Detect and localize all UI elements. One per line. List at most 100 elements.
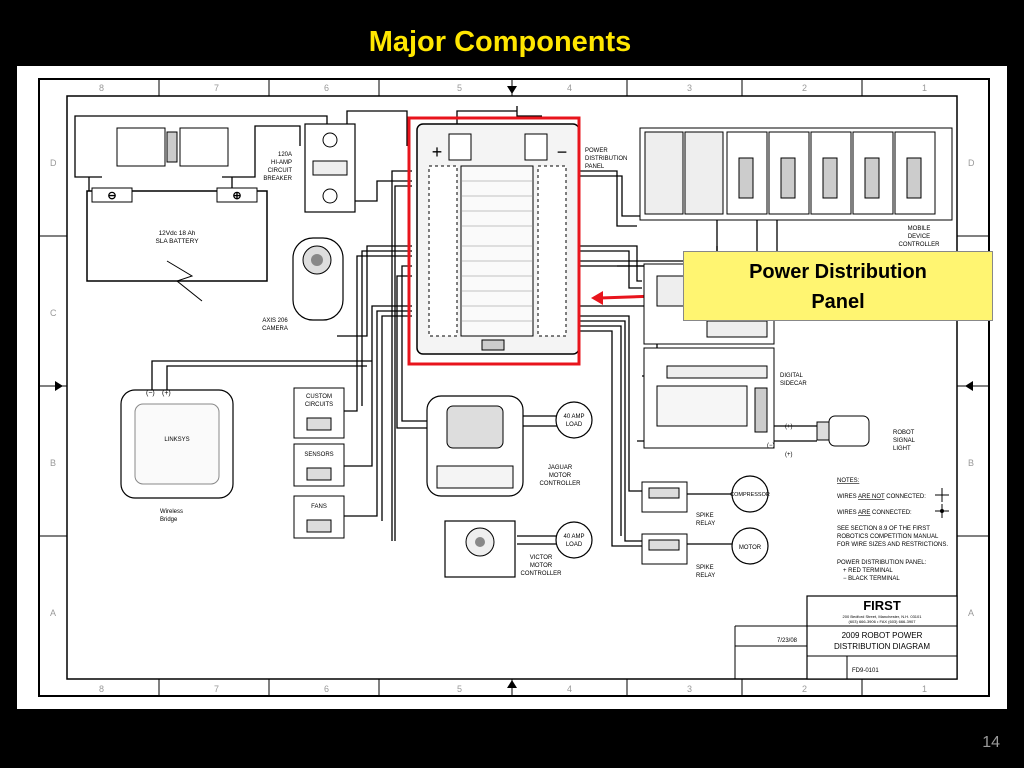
fans: FANS (293, 495, 345, 539)
slide-title: Major Components (368, 26, 632, 58)
battery: ⊖ ⊕ 12Vdc 18 Ah SLA BATTERY (86, 187, 268, 302)
svg-text:DEVICE: DEVICE (908, 234, 930, 240)
svg-text:VICTOR: VICTOR (530, 555, 553, 561)
svg-text:LINKSYS: LINKSYS (164, 437, 189, 443)
callout-line-1: Power Distribution (749, 261, 927, 283)
svg-text:3: 3 (687, 684, 692, 694)
svg-text:CONTROLLER: CONTROLLER (539, 481, 581, 487)
svg-text:CONTROLLER: CONTROLLER (898, 242, 940, 248)
load-2: 40 AMP LOAD (555, 521, 593, 559)
svg-text:SEE SECTION 8.9 OF THE FIRST: SEE SECTION 8.9 OF THE FIRST (837, 526, 930, 532)
svg-text:POWER: POWER (585, 148, 608, 154)
axis-camera: AXIS 206 CAMERA (262, 237, 344, 332)
svg-text:4: 4 (567, 684, 572, 694)
svg-text:LOAD: LOAD (566, 422, 583, 428)
page-number: 14 (982, 734, 1000, 751)
svg-text:2: 2 (802, 83, 807, 93)
pdp-callout: Power Distribution Panel (683, 251, 993, 321)
svg-text:NOTES:: NOTES: (837, 478, 860, 484)
svg-text:DIGITAL: DIGITAL (780, 373, 804, 379)
svg-text:HI-AMP: HI-AMP (271, 160, 292, 166)
svg-text:7: 7 (214, 684, 219, 694)
svg-text:COMPRESSOR: COMPRESSOR (730, 492, 770, 498)
svg-text:⊕: ⊕ (232, 190, 241, 202)
svg-text:CAMERA: CAMERA (262, 326, 288, 332)
svg-text:⊖: ⊖ (107, 190, 116, 202)
svg-text:ROBOT: ROBOT (893, 430, 915, 436)
svg-text:7/23/08: 7/23/08 (777, 638, 798, 644)
spike-relay-2: SPIKE RELAY (641, 533, 715, 579)
svg-text:1: 1 (922, 684, 927, 694)
svg-text:− BLACK TERMINAL: − BLACK TERMINAL (843, 576, 900, 582)
svg-text:FANS: FANS (311, 504, 327, 510)
grid-labels: 87 65 43 21 87 65 43 21 DC BA DC BA (50, 83, 975, 694)
svg-text:A: A (50, 608, 56, 618)
center-markers (55, 86, 973, 688)
svg-text:+ RED TERMINAL: + RED TERMINAL (843, 568, 893, 574)
svg-text:DISTRIBUTION DIAGRAM: DISTRIBUTION DIAGRAM (834, 642, 930, 651)
load-1: 40 AMP LOAD (555, 401, 593, 439)
svg-text:(+): (+) (162, 390, 171, 397)
svg-text:RELAY: RELAY (696, 573, 715, 579)
svg-text:CUSTOM: CUSTOM (306, 394, 332, 400)
svg-text:LIGHT: LIGHT (893, 446, 911, 452)
svg-text:D: D (50, 158, 57, 168)
svg-text:(−): (−) (146, 390, 155, 397)
svg-text:CIRCUIT: CIRCUIT (268, 168, 293, 174)
svg-text:2: 2 (802, 684, 807, 694)
notes: NOTES: WIRES ARE NOT CONNECTED: WIRES AR… (837, 478, 949, 582)
svg-text:JAGUAR: JAGUAR (548, 465, 573, 471)
svg-text:200 Bedford Street, Manchester: 200 Bedford Street, Manchester, N.H. 031… (843, 614, 923, 619)
svg-text:WIRES ARE NOT CONNECTED:: WIRES ARE NOT CONNECTED: (837, 494, 926, 500)
svg-text:B: B (50, 458, 56, 468)
svg-text:FOR WIRE SIZES AND RESTRICTION: FOR WIRE SIZES AND RESTRICTIONS. (837, 542, 948, 548)
svg-text:3: 3 (687, 83, 692, 93)
svg-text:5: 5 (457, 83, 462, 93)
svg-text:CONTROLLER: CONTROLLER (520, 571, 562, 577)
svg-text:7: 7 (214, 83, 219, 93)
sensors: SENSORS (293, 443, 345, 487)
svg-text:SLA BATTERY: SLA BATTERY (155, 238, 199, 245)
svg-text:−: − (557, 142, 568, 162)
svg-text:Wireless: Wireless (160, 509, 183, 515)
svg-text:WIRES ARE CONNECTED:: WIRES ARE CONNECTED: (837, 510, 912, 516)
svg-text:A: A (968, 608, 974, 618)
spike-relay-1: SPIKE RELAY (641, 481, 715, 527)
svg-text:6: 6 (324, 684, 329, 694)
svg-text:4: 4 (567, 83, 572, 93)
power-distribution-panel: + − POWER DISTRIBUTION PANEL (416, 123, 627, 355)
svg-text:2009 ROBOT POWER: 2009 ROBOT POWER (842, 631, 923, 640)
victor-motor-controller: VICTOR MOTOR CONTROLLER (444, 520, 562, 578)
svg-text:FIRST: FIRST (863, 598, 901, 613)
svg-text:AXIS 206: AXIS 206 (262, 318, 288, 324)
callout-line-2: Panel (811, 291, 865, 313)
wiring-diagram: 87 65 43 21 87 65 43 21 DC BA DC BA (38, 78, 990, 697)
svg-text:120A: 120A (278, 152, 292, 158)
svg-text:RELAY: RELAY (696, 521, 715, 527)
title-block: FIRST 200 Bedford Street, Manchester, N.… (734, 595, 958, 680)
circuit-breaker: 120A HI-AMP CIRCUIT BREAKER (263, 123, 356, 213)
custom-circuits: CUSTOM CIRCUITS (293, 387, 345, 439)
svg-text:CIRCUITS: CIRCUITS (305, 402, 333, 408)
svg-text:BREAKER: BREAKER (263, 176, 292, 182)
grid-ticks (39, 79, 989, 696)
robot-signal-light: (−) (+) (+) ROBOT SIGNAL LIGHT (767, 415, 916, 458)
svg-text:40 AMP: 40 AMP (563, 534, 584, 540)
svg-text:(−): (−) (767, 443, 775, 449)
svg-text:PANEL: PANEL (585, 164, 605, 170)
mobile-device-controller: MOBILE DEVICE CONTROLLER (639, 127, 953, 248)
wireless-bridge: LINKSYS (−) (+) Wireless Bridge (120, 389, 234, 523)
svg-text:SIDECAR: SIDECAR (780, 381, 807, 387)
svg-text:D: D (968, 158, 975, 168)
svg-text:8: 8 (99, 684, 104, 694)
jaguar-motor-controller: JAGUAR MOTOR CONTROLLER (426, 395, 581, 497)
svg-text:MOBILE: MOBILE (908, 226, 931, 232)
wiring-diagram-sheet: 87 65 43 21 87 65 43 21 DC BA DC BA (17, 66, 1007, 709)
svg-text:SIGNAL: SIGNAL (893, 438, 916, 444)
anderson-connector (116, 127, 229, 167)
svg-text:+: + (432, 142, 443, 162)
svg-text:Bridge: Bridge (160, 517, 178, 523)
outer-frame (38, 78, 990, 697)
svg-text:MOTOR: MOTOR (739, 545, 762, 551)
svg-text:(+): (+) (785, 452, 793, 458)
